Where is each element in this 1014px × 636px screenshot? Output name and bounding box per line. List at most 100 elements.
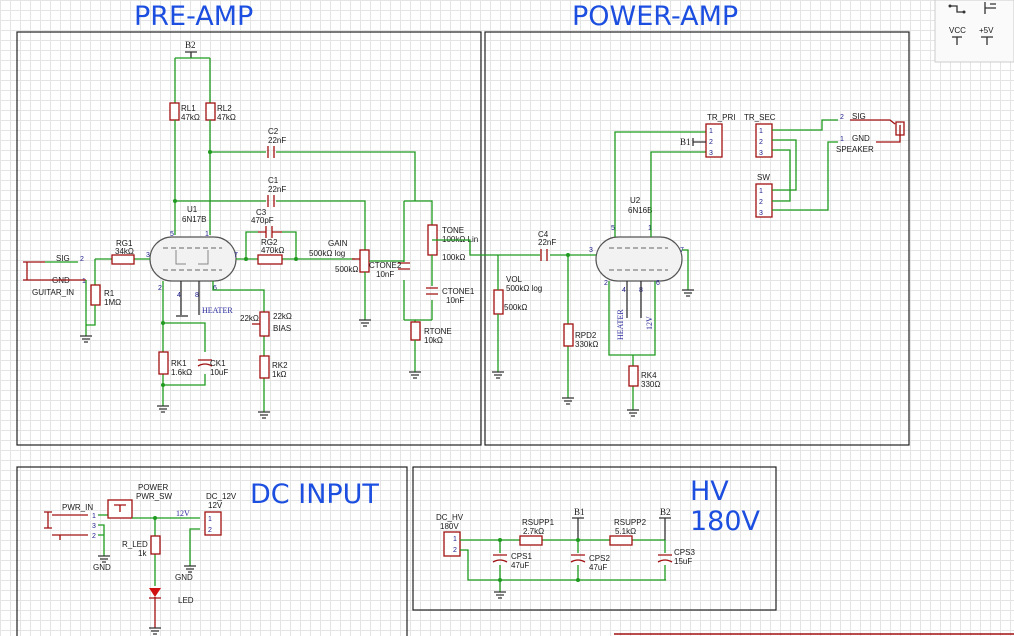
c2-ref: C2 <box>268 127 279 136</box>
ctone2-capacitor[interactable] <box>398 262 410 270</box>
ctone2-ref: CTONE2 <box>369 261 402 270</box>
trsec-pin1: 1 <box>759 128 763 135</box>
pwrin-pin2: 2 <box>92 533 96 540</box>
cps2-value: 47uF <box>589 563 607 572</box>
rsupp2-resistor[interactable] <box>609 535 633 546</box>
bus-tool-icon[interactable] <box>984 2 996 14</box>
wire-tool-icon[interactable] <box>948 4 966 14</box>
dcinput-frame[interactable] <box>16 466 408 636</box>
dc12v-pin1: 1 <box>208 516 212 523</box>
r1-value: 1MΩ <box>104 298 121 307</box>
cps2-ref: CPS2 <box>589 554 610 563</box>
gain-ref: GAIN <box>328 239 348 248</box>
rl1-resistor[interactable] <box>169 102 180 121</box>
dc-hv-connector[interactable] <box>443 531 461 557</box>
r-led-resistor[interactable] <box>150 535 161 555</box>
preamp-frame[interactable] <box>16 31 482 446</box>
rtone-ref: RTONE <box>424 327 452 336</box>
tr-pri-connector[interactable] <box>705 123 723 158</box>
rsupp2-value: 5.1kΩ <box>615 527 636 536</box>
u1-pin8: 8 <box>195 292 199 299</box>
trpri-pin1: 1 <box>709 128 713 135</box>
cps3-capacitor[interactable] <box>657 554 673 563</box>
rpd2-value: 330kΩ <box>575 340 598 349</box>
rg1-ref: RG1 <box>116 239 133 248</box>
tr-pri-label: TR_PRI <box>707 113 735 122</box>
c3-ref: C3 <box>256 208 267 217</box>
bias-potentiometer[interactable] <box>259 311 270 337</box>
rg2-resistor[interactable] <box>257 254 283 265</box>
cps3-ref: CPS3 <box>674 548 695 557</box>
u2-tube[interactable] <box>595 236 683 282</box>
c4-value: 22nF <box>538 238 556 247</box>
poweramp-frame[interactable] <box>484 31 910 446</box>
pwr-in-jack[interactable] <box>44 511 88 540</box>
cps1-value: 47uF <box>511 561 529 570</box>
bias-value2: 22kΩ <box>240 314 259 323</box>
rpd2-resistor[interactable] <box>563 323 574 347</box>
c1-capacitor[interactable] <box>267 195 275 207</box>
gain-value2: 500kΩ <box>335 265 358 274</box>
cps3-value: 15uF <box>674 557 692 566</box>
speaker-pin2: 2 <box>840 114 844 121</box>
ck1-capacitor[interactable] <box>197 359 213 367</box>
rk2-resistor[interactable] <box>259 355 270 379</box>
plus5v-label: +5V <box>979 26 994 35</box>
rl2-resistor[interactable] <box>205 102 216 121</box>
speaker-gnd-label: GND <box>852 134 870 143</box>
vol-potentiometer[interactable] <box>493 289 504 315</box>
vcc-label: VCC <box>949 26 966 35</box>
rpd2-ref: RPD2 <box>575 331 597 340</box>
dc-hv-ref: DC_HV <box>436 513 464 522</box>
c4-capacitor[interactable] <box>540 249 548 261</box>
cps2-capacitor[interactable] <box>570 554 586 563</box>
c2-capacitor[interactable] <box>267 146 275 158</box>
dcinput-title: DC INPUT <box>250 479 379 510</box>
guitar-in-jack[interactable] <box>23 261 86 281</box>
rsupp2-ref: RSUPP2 <box>614 518 647 527</box>
c3-capacitor[interactable] <box>258 226 282 238</box>
poweramp-title: POWER-AMP <box>572 1 738 32</box>
r1-ref: R1 <box>104 289 115 298</box>
hv-frame[interactable] <box>412 466 777 611</box>
rk1-resistor[interactable] <box>158 351 169 375</box>
r-led-value: 1k <box>138 549 147 558</box>
dc-gnd-label-2: GND <box>175 573 193 582</box>
vol-ref: VOL <box>506 275 523 284</box>
dc-12v-connector[interactable] <box>204 511 222 536</box>
pwr-sw-label: PWR_SW <box>136 492 172 501</box>
bias-value: 22kΩ <box>273 312 292 321</box>
rtone-resistor[interactable] <box>410 321 421 341</box>
cps1-capacitor[interactable] <box>492 554 508 563</box>
vcc-symbol-icon[interactable]: VCC <box>949 26 966 45</box>
trsec-pin3: 3 <box>759 150 763 157</box>
speaker-jack[interactable] <box>850 119 905 143</box>
poweramp-b1-net: B1 <box>680 137 691 147</box>
ctone1-capacitor[interactable] <box>426 287 438 295</box>
u2-ref: U2 <box>630 196 641 205</box>
dc-12v-ref: DC_12V <box>206 492 237 501</box>
rsupp1-resistor[interactable] <box>519 535 543 546</box>
ck1-value: 10uF <box>210 368 228 377</box>
rk4-resistor[interactable] <box>628 365 639 387</box>
gain-potentiometer[interactable] <box>359 249 370 273</box>
u1-tube[interactable] <box>149 236 237 282</box>
r1-resistor[interactable] <box>90 284 101 306</box>
u2-pin1: 1 <box>648 225 652 232</box>
symbol-toolbar: VCC +5V <box>934 0 1014 63</box>
hv-b2-net: B2 <box>660 507 671 517</box>
u1-pin2: 2 <box>158 285 162 292</box>
rg2-value: 470kΩ <box>261 246 284 255</box>
plus5v-symbol-icon[interactable]: +5V <box>979 26 994 45</box>
rg1-value: 34kΩ <box>115 247 134 256</box>
tone-ref: TONE <box>442 226 464 235</box>
led-diode[interactable] <box>149 588 161 597</box>
rg2-ref: RG2 <box>261 238 278 247</box>
rg1-resistor[interactable] <box>111 254 135 265</box>
rl2-ref: RL2 <box>217 104 232 113</box>
u2-12v-label: 12V <box>645 316 654 330</box>
dc-12v-value: 12V <box>208 501 223 510</box>
hv-b1-net: B1 <box>574 507 585 517</box>
